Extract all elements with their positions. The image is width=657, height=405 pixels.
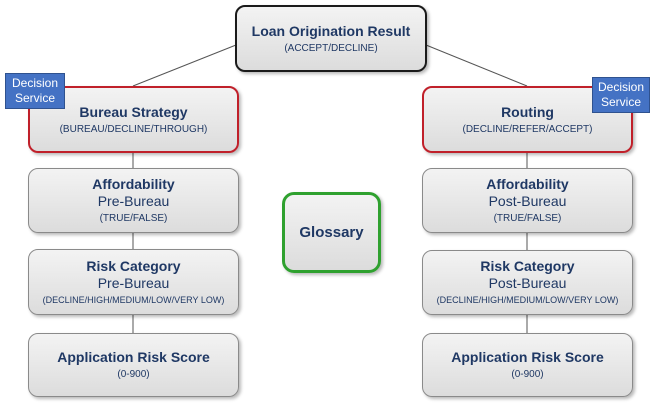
node-options: (ACCEPT/DECLINE) [284, 42, 378, 54]
node-title: Risk Category [480, 258, 575, 274]
node-subtitle: Pre-Bureau [97, 274, 170, 291]
node-title: Affordability [92, 176, 175, 192]
node-options: (TRUE/FALSE) [493, 213, 562, 224]
application-risk-score-left-node[interactable]: Application Risk Score (0-900) [28, 333, 239, 397]
node-subtitle: Pre-Bureau [97, 193, 170, 209]
node-options: (BUREAU/DECLINE/THROUGH) [59, 123, 208, 135]
affordability-post-bureau-node[interactable]: Affordability Post-Bureau (TRUE/FALSE) [422, 168, 633, 233]
loan-origination-result-node[interactable]: Loan Origination Result (ACCEPT/DECLINE) [235, 5, 427, 72]
node-options: (0-900) [117, 369, 150, 380]
node-title: Bureau Strategy [79, 103, 188, 120]
decision-service-tag-left: Decision Service [5, 73, 65, 109]
node-subtitle: Post-Bureau [488, 193, 567, 209]
tag-line: Service [14, 91, 55, 105]
node-title: Application Risk Score [451, 349, 604, 365]
node-title: Risk Category [86, 257, 181, 274]
decision-service-tag-right: Decision Service [592, 77, 650, 113]
application-risk-score-right-node[interactable]: Application Risk Score (0-900) [422, 333, 633, 397]
risk-category-pre-bureau-node[interactable]: Risk Category Pre-Bureau (DECLINE/HIGH/M… [28, 249, 239, 315]
node-title: Affordability [486, 176, 569, 192]
node-title: Glossary [299, 224, 364, 241]
bureau-strategy-node[interactable]: Bureau Strategy (BUREAU/DECLINE/THROUGH) [28, 86, 239, 153]
connector-result-to-bureau-strategy [132, 44, 237, 87]
risk-category-post-bureau-node[interactable]: Risk Category Post-Bureau (DECLINE/HIGH/… [422, 250, 633, 315]
tag-line: Decision [597, 80, 645, 94]
node-title: Routing [501, 103, 554, 120]
node-options: (DECLINE/HIGH/MEDIUM/LOW/VERY LOW) [42, 294, 225, 305]
node-title: Application Risk Score [57, 349, 210, 365]
node-options: (TRUE/FALSE) [99, 213, 168, 224]
affordability-pre-bureau-node[interactable]: Affordability Pre-Bureau (TRUE/FALSE) [28, 168, 239, 233]
glossary-node[interactable]: Glossary [282, 192, 381, 273]
node-title: Loan Origination Result [251, 22, 411, 39]
tag-line: Decision [11, 76, 59, 90]
node-options: (0-900) [511, 369, 544, 380]
node-subtitle: Post-Bureau [488, 275, 567, 291]
node-options: (DECLINE/REFER/ACCEPT) [462, 123, 593, 135]
connector-result-to-routing [425, 44, 528, 87]
node-options: (DECLINE/HIGH/MEDIUM/LOW/VERY LOW) [436, 295, 619, 305]
tag-line: Service [600, 95, 641, 109]
